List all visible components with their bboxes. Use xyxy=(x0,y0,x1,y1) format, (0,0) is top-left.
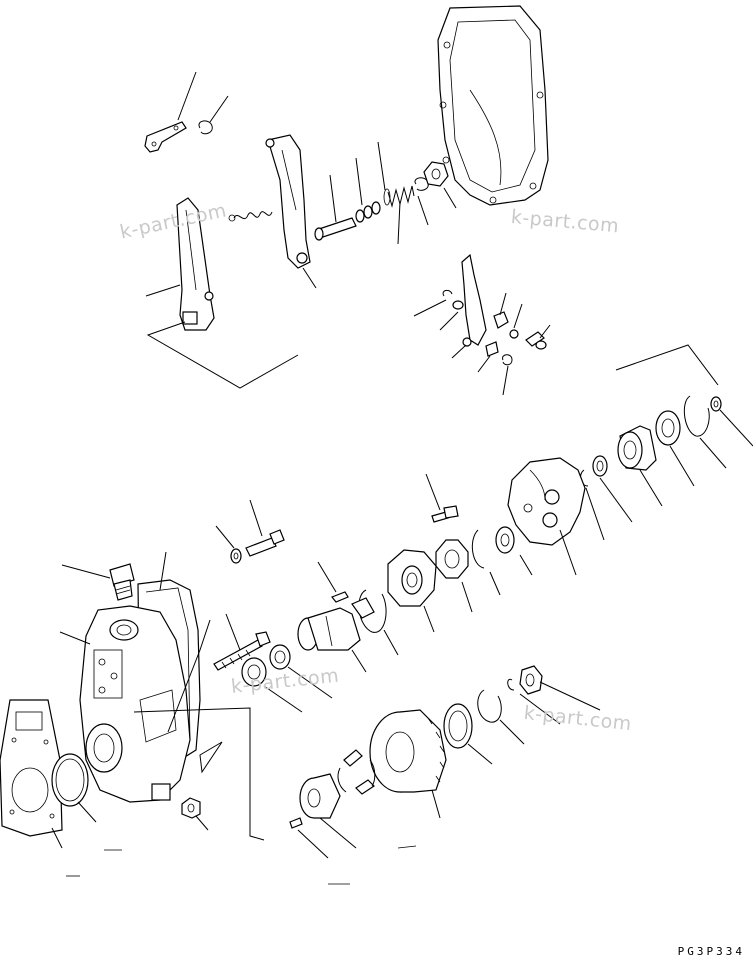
stop-lever xyxy=(461,253,487,347)
drive-shaft xyxy=(297,597,375,651)
drawing-code: PG3P334 xyxy=(677,945,745,958)
stop-bolt xyxy=(509,329,547,350)
lock-nut xyxy=(423,161,449,187)
governor-spring xyxy=(383,185,415,208)
half-shims xyxy=(337,749,376,795)
spacer-ring xyxy=(592,455,608,477)
coupling-gear xyxy=(435,539,469,579)
timer-gear xyxy=(369,709,447,793)
collar-bushing xyxy=(299,773,341,819)
adjusting-washers xyxy=(355,201,381,223)
adjusting-pin xyxy=(314,217,357,241)
woodruff-key xyxy=(331,591,349,603)
thrust-washer xyxy=(443,703,473,749)
drive-flange xyxy=(387,549,437,607)
governor-cover-housing xyxy=(437,5,549,206)
link-plate xyxy=(144,121,187,153)
adjust-collar-lower xyxy=(507,665,543,695)
small-key-lower xyxy=(289,817,303,829)
bearing-housing xyxy=(655,410,681,446)
plug-bolt xyxy=(109,563,135,601)
tension-spring-small xyxy=(228,211,273,222)
snap-ring-small xyxy=(198,120,213,135)
snap-ring-mid xyxy=(471,529,485,569)
cap-bolt xyxy=(245,529,285,557)
long-stud-bolt xyxy=(213,631,271,671)
snap-ring-right xyxy=(683,395,710,437)
governor-housing xyxy=(79,605,191,803)
washer-mid xyxy=(495,526,515,554)
retaining-ring-right xyxy=(710,396,722,412)
oil-seal-small xyxy=(269,644,291,670)
hex-nut-bottom xyxy=(181,797,201,819)
bearing-small xyxy=(241,657,267,687)
timer-housing xyxy=(507,457,586,546)
snap-ring-lower xyxy=(477,689,502,723)
governor-lever-bracket xyxy=(176,197,215,331)
bearing xyxy=(617,425,657,471)
plain-washer xyxy=(230,548,242,564)
o-ring xyxy=(51,753,89,807)
mounting-gasket xyxy=(0,699,63,837)
stop-lever-washer xyxy=(442,289,464,310)
control-lever xyxy=(265,134,311,269)
flange-bolt xyxy=(431,505,459,523)
